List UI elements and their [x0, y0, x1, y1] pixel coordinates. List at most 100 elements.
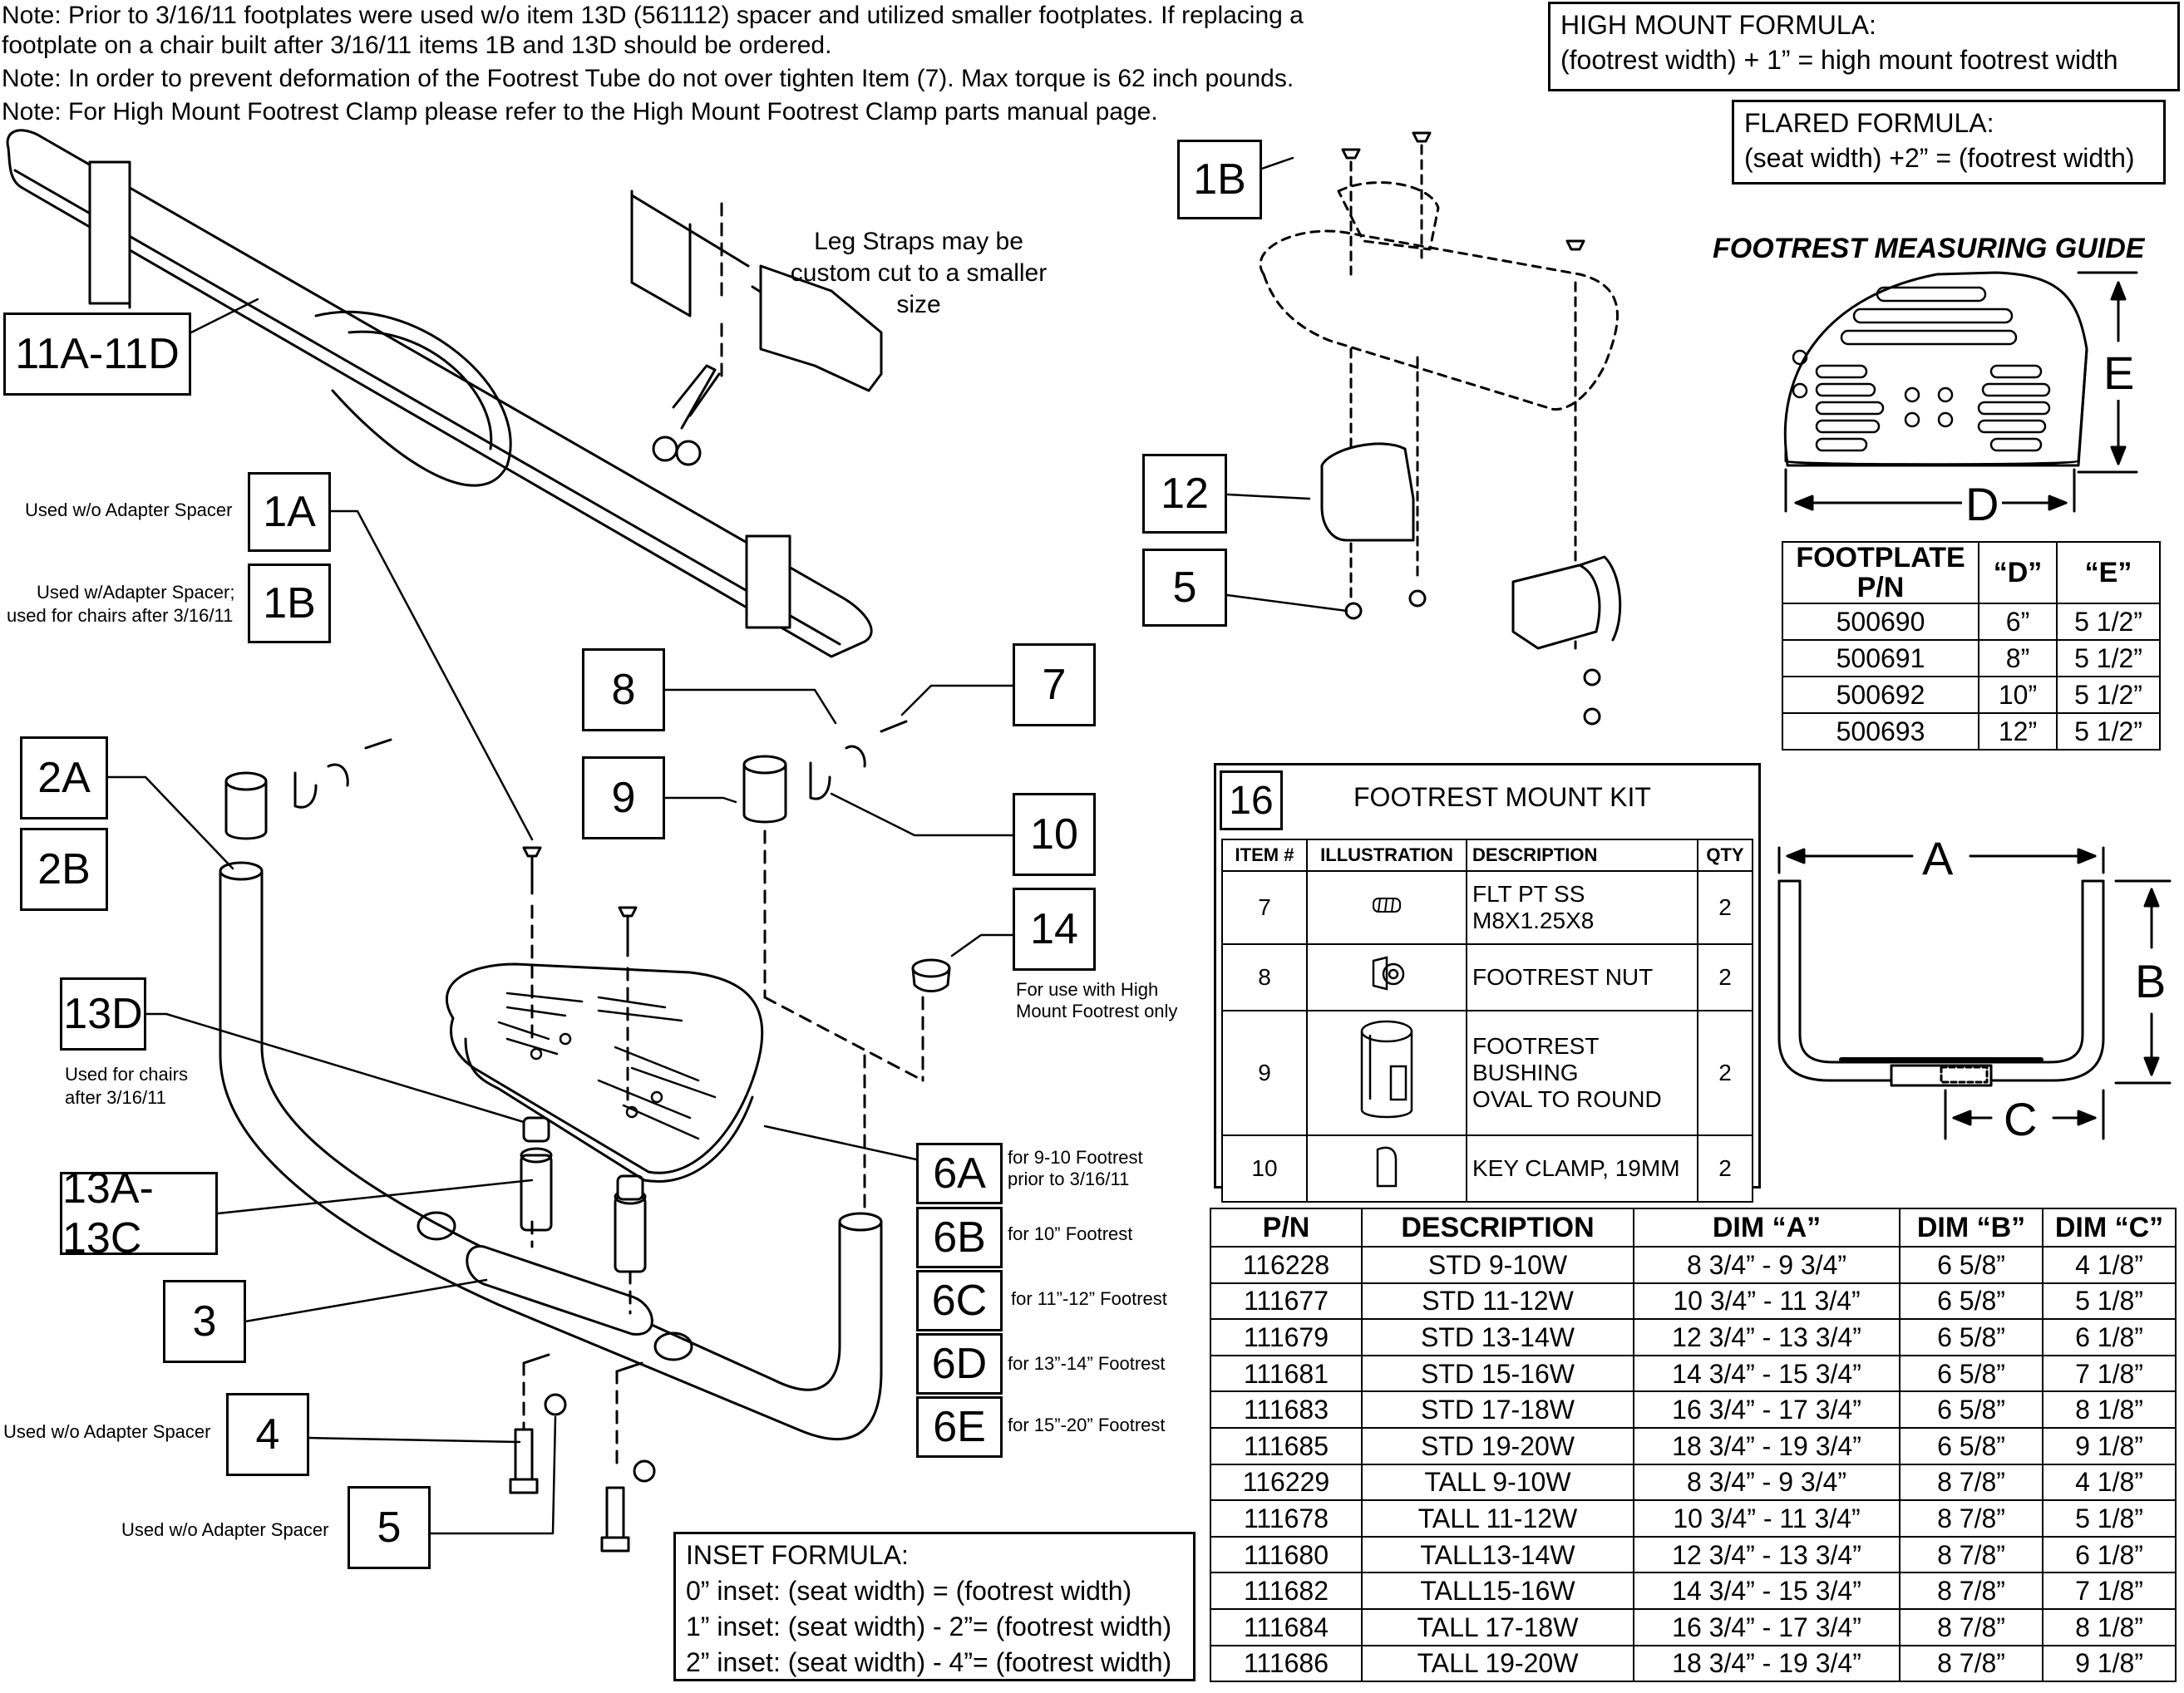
callout-13a-13c: 13A-13C: [60, 1164, 218, 1262]
caption-4: Used w/o Adapter Spacer: [3, 1421, 211, 1442]
callout-6d: 6D: [916, 1333, 1003, 1395]
parts-pn-cell: 111685: [1210, 1426, 1363, 1465]
callout-14: 14: [1013, 888, 1096, 971]
kit-table-header: ITEM # ILLUSTRATION DESCRIPTION QTY: [1221, 839, 1753, 872]
kit-item-header: ITEM #: [1221, 839, 1308, 872]
bushing-illustration: [1306, 1010, 1467, 1136]
parts-dim-b-cell: 6 5/8”: [1899, 1426, 2043, 1465]
parts-dim-b-cell: 6 5/8”: [1899, 1390, 2043, 1429]
parts-dim-b-cell: 6 5/8”: [1899, 1318, 2043, 1356]
kit-qty: 2: [1697, 943, 1753, 1011]
footplate-d-cell: 12”: [1978, 712, 2058, 751]
frame-dimension-drawing: [1777, 846, 2172, 1140]
parts-dim-a-cell: 8 3/4” - 9 3/4”: [1633, 1463, 1901, 1502]
parts-description-cell: STD 19-20W: [1361, 1426, 1634, 1465]
kit-number: 16: [1220, 770, 1283, 830]
kit-table: ITEM # ILLUSTRATION DESCRIPTION QTY 7 FL…: [1221, 839, 1753, 1203]
callout-2b: 2B: [20, 828, 108, 911]
flared-title: FLARED FORMULA:: [1744, 108, 1994, 138]
parts-dim-c-cell: 4 1/8”: [2042, 1463, 2177, 1502]
parts-dim-c-cell: 9 1/8”: [2042, 1426, 2177, 1465]
footplate-pn-cell: 500693: [1782, 712, 1979, 751]
setscrew-illustration: [1306, 870, 1467, 945]
parts-dim-c-header: DIM “C”: [2042, 1208, 2177, 1248]
parts-description-cell: TALL 19-20W: [1361, 1644, 1634, 1683]
caption-1b-line2: used for chairs after 3/16/11: [7, 605, 234, 626]
parts-pn-cell: 111684: [1210, 1607, 1363, 1646]
callout-10: 10: [1013, 793, 1096, 876]
caption-5: Used w/o Adapter Spacer: [121, 1519, 329, 1540]
parts-dim-a-cell: 8 3/4” - 9 3/4”: [1633, 1246, 1901, 1284]
callout-4: 4: [226, 1393, 309, 1476]
cap-drawing: [911, 958, 951, 992]
caption-13d-line1: Used for chairs: [65, 1064, 188, 1085]
parts-description-cell: STD 11-12W: [1361, 1282, 1634, 1321]
footplate-d-cell: 8”: [1978, 639, 2058, 677]
parts-dim-c-cell: 8 1/8”: [2042, 1607, 2177, 1646]
footplate-pn-header: FOOTPLATE P/N: [1782, 541, 1979, 604]
parts-dim-a-cell: 18 3/4” - 19 3/4”: [1633, 1426, 1901, 1465]
parts-pn-header: P/N: [1210, 1208, 1363, 1248]
parts-dim-b-cell: 8 7/8”: [1899, 1499, 2043, 1538]
callout-11a-11d: 11A-11D: [3, 313, 191, 396]
footplate-d-header: “D”: [1978, 541, 2058, 604]
kit-illustration-header: ILLUSTRATION: [1306, 839, 1467, 872]
measuring-guide-footplate: [1783, 271, 2138, 513]
dim-a-label: A: [1922, 832, 1954, 884]
parts-dim-a-cell: 16 3/4” - 17 3/4”: [1633, 1390, 1901, 1429]
footrest-nut-illustration: [1306, 943, 1467, 1011]
inset-line-0: 0” inset: (seat width) = (footrest width…: [686, 1576, 1132, 1606]
kit-desc-line: M8X1.25X8: [1472, 908, 1595, 933]
callout-1a: 1A: [248, 472, 331, 552]
parts-pn-cell: 111682: [1210, 1572, 1363, 1610]
footplate-e-cell: 5 1/2”: [2056, 712, 2161, 751]
footplate-e-header: “E”: [2056, 541, 2161, 604]
parts-description-cell: TALL 17-18W: [1361, 1607, 1634, 1646]
parts-pn-cell: 111681: [1210, 1354, 1363, 1393]
callout-5-top: 5: [1142, 549, 1227, 627]
callout-6a: 6A: [916, 1143, 1003, 1204]
footrest-mount-kit: 16 FOOTREST MOUNT KIT ITEM # ILLUSTRATIO…: [1214, 763, 1761, 1203]
alt-footplate-drawing: [1259, 131, 1622, 726]
parts-pn-cell: 111677: [1210, 1282, 1363, 1321]
kit-row-10: 10 KEY CLAMP, 19MM 2: [1221, 1134, 1753, 1203]
parts-dim-a-cell: 12 3/4” - 13 3/4”: [1633, 1535, 1901, 1574]
parts-dim-c-cell: 8 1/8”: [2042, 1390, 2177, 1429]
kit-description: FOOTREST NUT: [1466, 943, 1698, 1011]
kit-desc-line: OVAL TO ROUND: [1472, 1086, 1662, 1112]
dim-c-label: C: [2004, 1093, 2038, 1145]
dim-b-label: B: [2135, 954, 2167, 1008]
cross-tube-drawing: [466, 1245, 653, 1336]
footplate-pn-cell: 500692: [1782, 676, 1979, 714]
parts-description-cell: STD 17-18W: [1361, 1390, 1634, 1429]
bushing-clamp-drawing: [224, 720, 924, 1215]
callout-13d: 13D: [60, 977, 146, 1051]
parts-dim-b-cell: 8 7/8”: [1899, 1644, 2043, 1683]
parts-description-cell: STD 15-16W: [1361, 1354, 1634, 1393]
kit-item: 8: [1221, 943, 1308, 1011]
parts-dim-b-cell: 8 7/8”: [1899, 1535, 2043, 1574]
parts-dim-c-cell: 9 1/8”: [2042, 1644, 2177, 1683]
parts-dim-c-cell: 6 1/8”: [2042, 1535, 2177, 1574]
parts-dim-a-cell: 14 3/4” - 15 3/4”: [1633, 1354, 1901, 1393]
caption-14-line1: For use with High: [1016, 979, 1159, 1000]
spacers-drawing: [520, 1116, 647, 1273]
strap-cut-drawing: [630, 189, 883, 466]
parts-dim-c-cell: 7 1/8”: [2042, 1572, 2177, 1610]
parts-pn-cell: 116229: [1210, 1463, 1363, 1502]
callout-8: 8: [582, 648, 665, 731]
kit-desc-line: FOOTREST: [1472, 1033, 1600, 1059]
parts-dim-b-cell: 8 7/8”: [1899, 1572, 2043, 1610]
callout-9: 9: [582, 756, 665, 839]
caption-1a: Used w/o Adapter Spacer: [25, 500, 233, 520]
